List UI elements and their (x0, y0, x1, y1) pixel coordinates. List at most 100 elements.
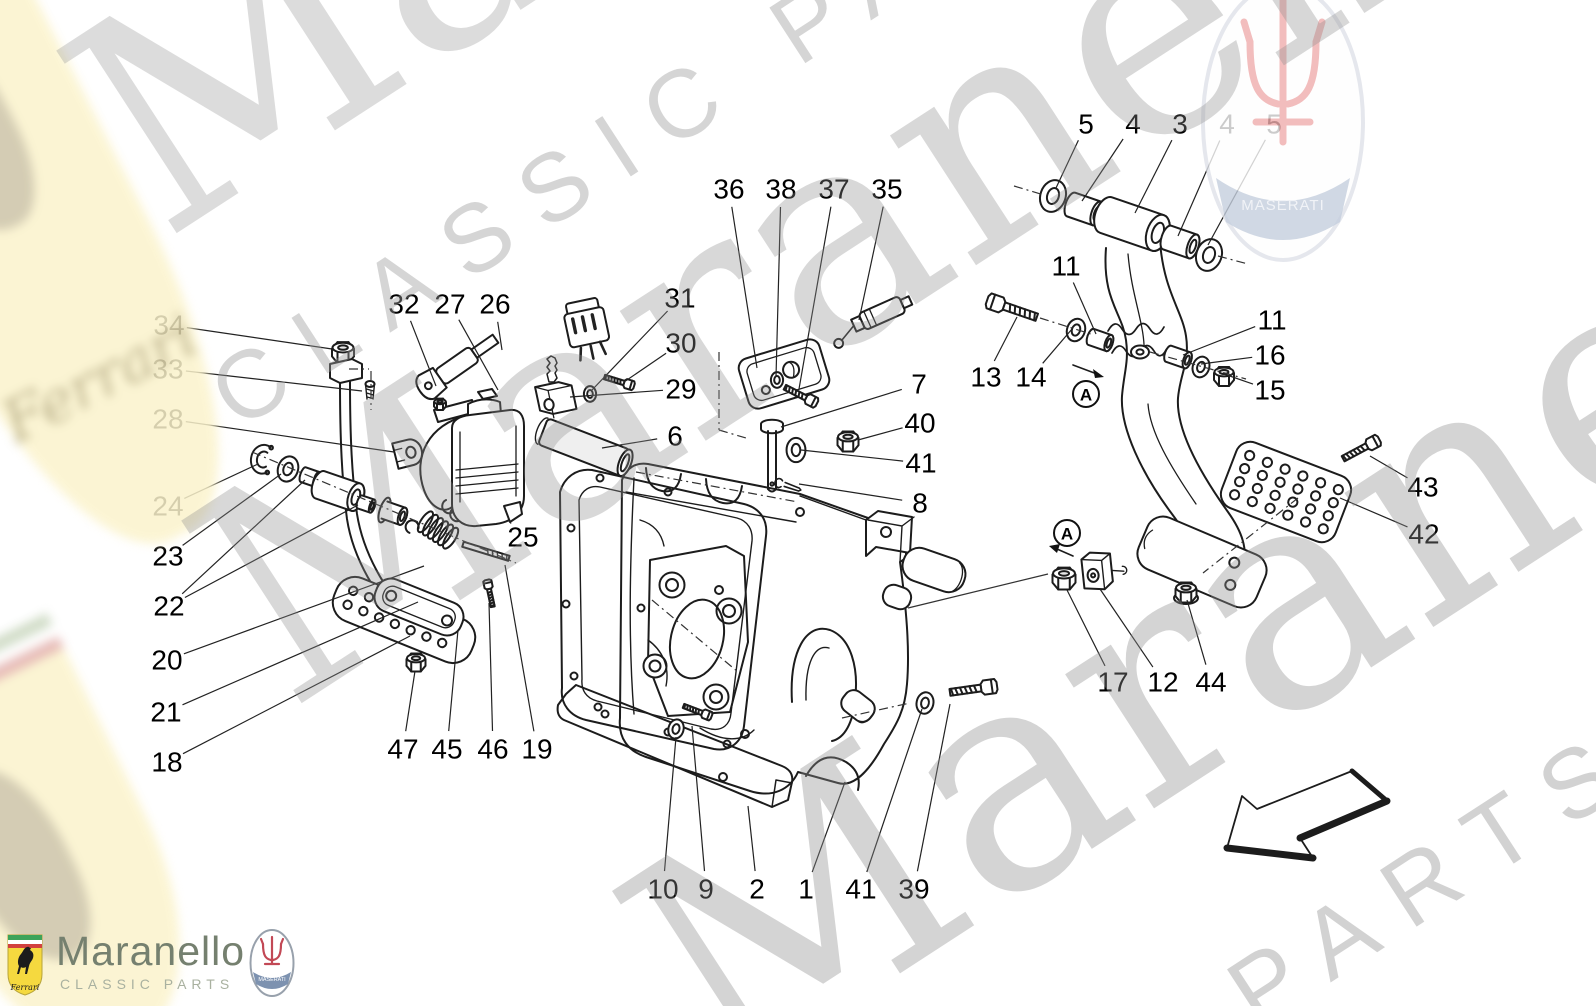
maserati-logo: MASERATI (249, 929, 295, 997)
washer-38 (770, 371, 784, 389)
part-callout-29: 29 (665, 374, 696, 405)
svg-text:MASERATI: MASERATI (258, 977, 285, 983)
part-callout-24: 24 (152, 491, 183, 522)
part-callout-44: 44 (1195, 667, 1226, 698)
detail-arrow-a2 (1049, 544, 1074, 557)
part-callout-33: 33 (152, 354, 183, 385)
part-callout-4: 4 (1219, 109, 1235, 140)
part-callout-27: 27 (434, 289, 465, 320)
part-callout-10: 10 (647, 874, 678, 905)
nut-17 (1051, 566, 1077, 591)
part-callout-9: 9 (698, 874, 714, 905)
cotter-pin-8 (774, 477, 802, 492)
part-callout-3: 3 (1172, 109, 1188, 140)
part-callout-31: 31 (664, 283, 695, 314)
part-callout-5: 5 (1266, 109, 1282, 140)
part-callout-45: 45 (431, 734, 462, 765)
part-callout-23: 23 (152, 541, 183, 572)
part-callout-16: 16 (1254, 340, 1285, 371)
part-support-box (618, 462, 967, 795)
screw-30 (602, 371, 637, 392)
clip-28 (391, 438, 424, 470)
washer-16 (1189, 353, 1213, 381)
part-callout-26: 26 (479, 289, 510, 320)
part-callout-46: 46 (477, 734, 508, 765)
circlip-24 (249, 443, 274, 476)
flanged-bushing-20 (377, 496, 409, 526)
direction-arrow (1223, 768, 1391, 862)
part-callout-38: 38 (765, 174, 796, 205)
part-callout-7: 7 (911, 369, 927, 400)
part-callout-36: 36 (713, 174, 744, 205)
threaded-rod-19 (461, 540, 511, 562)
screw-46 (482, 578, 498, 609)
rod-top-block (329, 358, 363, 384)
washer-31 (583, 385, 597, 403)
part-callout-28: 28 (152, 404, 183, 435)
washer-41b (913, 689, 937, 717)
part-callout-42: 42 (1408, 519, 1439, 550)
bolt-13 (983, 291, 1041, 326)
part-callout-30: 30 (665, 328, 696, 359)
detail-marker-A: A (1080, 386, 1092, 405)
part-callout-35: 35 (871, 174, 902, 205)
bushing-11b (1161, 343, 1195, 371)
washer-23 (273, 452, 303, 486)
part-cable-32 (415, 333, 500, 401)
part-callout-15: 15 (1254, 375, 1285, 406)
part-bracket-29 (534, 381, 578, 419)
part-callout-19: 19 (521, 734, 552, 765)
part-callout-13: 13 (970, 362, 1001, 393)
part-accel-lever (373, 577, 465, 637)
part-callout-32: 32 (388, 289, 419, 320)
part-callout-18: 18 (151, 747, 182, 778)
part-callout-41: 41 (845, 874, 876, 905)
part-callout-8: 8 (912, 488, 928, 519)
part-callout-12: 12 (1147, 667, 1178, 698)
part-solenoid-25 (419, 388, 525, 528)
part-callout-20: 20 (151, 645, 182, 676)
part-switch-35 (833, 295, 914, 349)
axis-lines (251, 185, 1299, 719)
flanged-nut-44 (1174, 581, 1198, 604)
part-gasket-plate (556, 468, 794, 808)
part-callout-47: 47 (387, 734, 418, 765)
part-callout-25: 25 (507, 522, 538, 553)
block-12 (1080, 551, 1128, 591)
part-pedal-pad-42 (1219, 440, 1353, 544)
part-callout-37: 37 (818, 174, 849, 205)
part-connector (546, 297, 611, 383)
ferrari-logo: Ferrari (7, 934, 43, 996)
part-callout-4: 4 (1125, 109, 1141, 140)
part-callout-2: 2 (749, 874, 765, 905)
footer-brand-name: Maranello (56, 928, 246, 974)
bushing-11a (1084, 326, 1116, 354)
part-callout-21: 21 (150, 697, 181, 728)
part-callout-5: 5 (1078, 109, 1094, 140)
screw-33 (364, 380, 376, 400)
washer-14 (1062, 315, 1090, 345)
part-callout-40: 40 (904, 408, 935, 439)
part-callout-1: 1 (798, 874, 814, 905)
part-clevis-pin-7 (760, 418, 784, 493)
part-tube-6 (534, 417, 634, 478)
svg-text:Ferrari: Ferrari (10, 983, 40, 992)
part-callout-43: 43 (1407, 472, 1438, 503)
part-callout-41: 41 (905, 448, 936, 479)
part-callout-34: 34 (153, 310, 184, 341)
part-callout-6: 6 (667, 421, 683, 452)
part-callout-39: 39 (898, 874, 929, 905)
footer-brand-bar: Ferrari Maranello CLASSIC PARTS MASERATI (0, 928, 420, 1006)
part-callout-17: 17 (1097, 667, 1128, 698)
detail-arrow-a1 (1072, 364, 1104, 378)
bolt-39 (948, 677, 999, 701)
part-callout-22: 22 (153, 591, 184, 622)
detail-markers: AA (1053, 380, 1100, 547)
part-callout-14: 14 (1015, 362, 1046, 393)
footer-brand-tagline: CLASSIC PARTS (60, 976, 235, 992)
nut-47 (405, 652, 427, 673)
part-clutch-pedal (1104, 241, 1268, 609)
detail-marker-A: A (1061, 525, 1073, 544)
